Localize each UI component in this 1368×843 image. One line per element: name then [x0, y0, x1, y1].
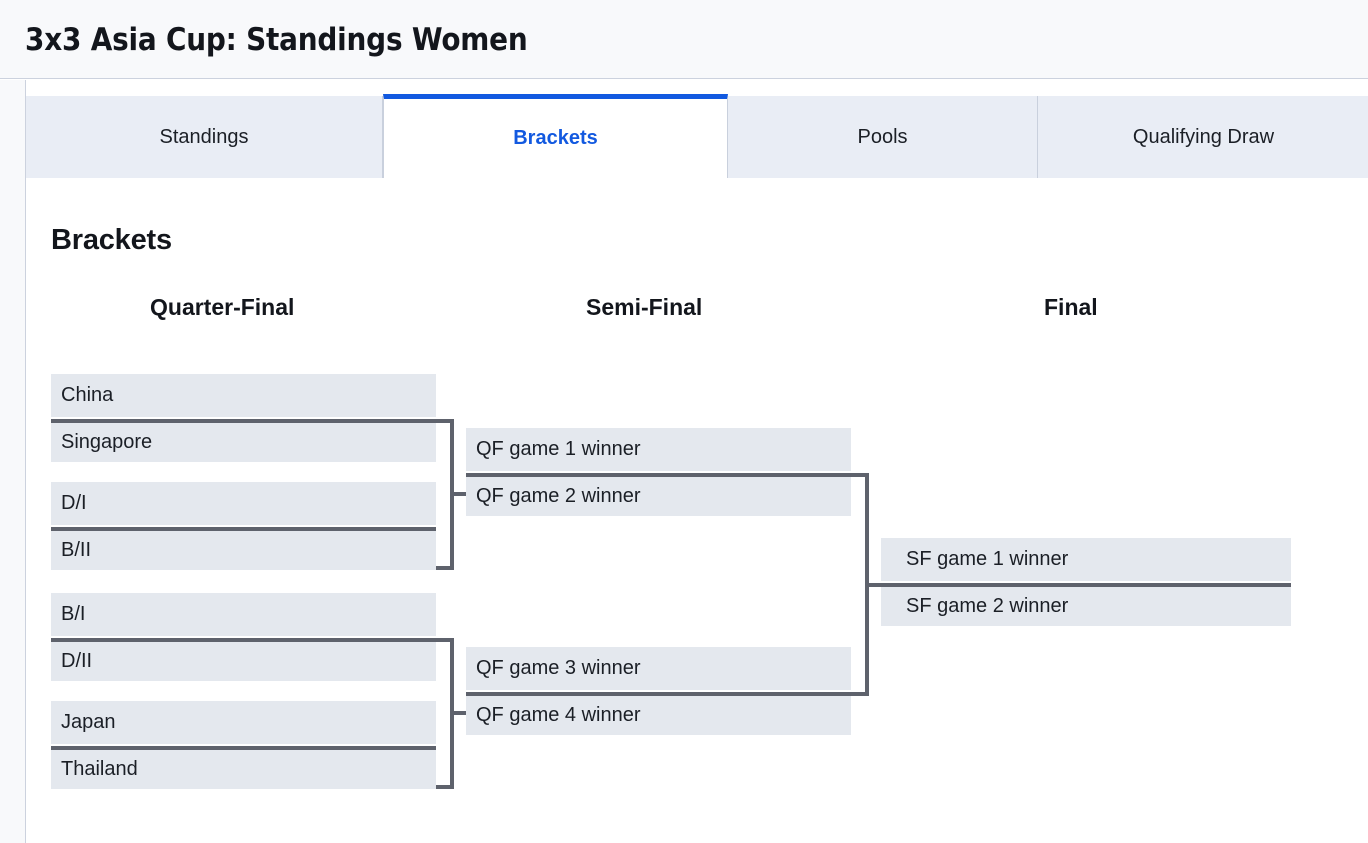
page-header: 3x3 Asia Cup: Standings Women [0, 0, 1368, 79]
bracket-entry-qf[interactable]: Thailand [51, 746, 436, 789]
bracket-entry-label: QF game 1 winner [476, 438, 641, 460]
bracket-entry-label: Japan [61, 711, 116, 733]
bracket-connector-sf-top [851, 473, 869, 477]
bracket-entry-qf[interactable]: Japan [51, 701, 436, 744]
bracket-entry-sf[interactable]: QF game 3 winner [466, 647, 851, 690]
tab-brackets[interactable]: Brackets [383, 94, 728, 178]
tab-qualifying-draw[interactable]: Qualifying Draw [1038, 96, 1368, 178]
tab-label: Brackets [513, 127, 598, 149]
bracket-connector-qf1-bottom [436, 566, 454, 570]
brackets-heading: Brackets [51, 224, 172, 256]
bracket-entry-label: D/I [61, 492, 87, 514]
round-header-quarter-final: Quarter-Final [150, 294, 295, 320]
bracket-entry-sf[interactable]: QF game 4 winner [466, 692, 851, 735]
bracket-entry-final[interactable]: SF game 1 winner [881, 538, 1291, 581]
tab-label: Qualifying Draw [1132, 125, 1275, 148]
bracket-entry-label: Singapore [61, 431, 153, 453]
bracket-connector-qf2-out [450, 711, 474, 715]
bracket-entry-qf[interactable]: China [51, 374, 436, 417]
bracket-entry-label: SF game 1 winner [906, 548, 1069, 570]
bracket-entry-label: QF game 2 winner [476, 485, 641, 507]
bracket-entry-label: Thailand [61, 758, 138, 780]
bracket-connector-qf1-out [450, 492, 474, 496]
tab-bar: Standings Brackets Pools Qualifying Draw [26, 94, 1368, 178]
bracket-connector-sf-out [865, 583, 889, 587]
content-panel: Standings Brackets Pools Qualifying Draw… [25, 80, 1368, 843]
bracket-entry-sf[interactable]: QF game 2 winner [466, 473, 851, 516]
bracket-entry-qf[interactable]: B/I [51, 593, 436, 636]
bracket-entry-label: D/II [61, 650, 93, 672]
tab-label: Pools [857, 125, 908, 148]
tab-pools[interactable]: Pools [728, 96, 1038, 178]
bracket-entry-sf[interactable]: QF game 1 winner [466, 428, 851, 471]
round-header-semi-final: Semi-Final [586, 294, 703, 320]
bracket-entry-final[interactable]: SF game 2 winner [881, 583, 1291, 626]
bracket-entry-label: QF game 4 winner [476, 704, 641, 726]
bracket-connector-qf2-bottom [436, 785, 454, 789]
bracket-entry-label: China [61, 384, 114, 406]
page-title: 3x3 Asia Cup: Standings Women [25, 22, 528, 58]
bracket-entry-qf[interactable]: D/II [51, 638, 436, 681]
content-shell: Standings Brackets Pools Qualifying Draw… [0, 80, 1368, 843]
round-header-final: Final [1044, 294, 1098, 320]
bracket-entry-label: B/I [61, 603, 86, 625]
bracket-entry-label: QF game 3 winner [476, 657, 641, 679]
bracket-connector-qf2-top [436, 638, 454, 642]
tab-standings[interactable]: Standings [26, 96, 383, 178]
bracket-connector-qf1-top [436, 419, 454, 423]
bracket-entry-label: B/II [61, 539, 92, 561]
bracket-entry-qf[interactable]: D/I [51, 482, 436, 525]
bracket-connector-sf-bottom [851, 692, 869, 696]
tab-label: Standings [159, 125, 249, 148]
bracket-entry-label: SF game 2 winner [906, 595, 1069, 617]
brackets-section: Brackets Quarter-Final Semi-Final Final … [26, 178, 1368, 843]
bracket-entry-qf[interactable]: Singapore [51, 419, 436, 462]
bracket-entry-qf[interactable]: B/II [51, 527, 436, 570]
